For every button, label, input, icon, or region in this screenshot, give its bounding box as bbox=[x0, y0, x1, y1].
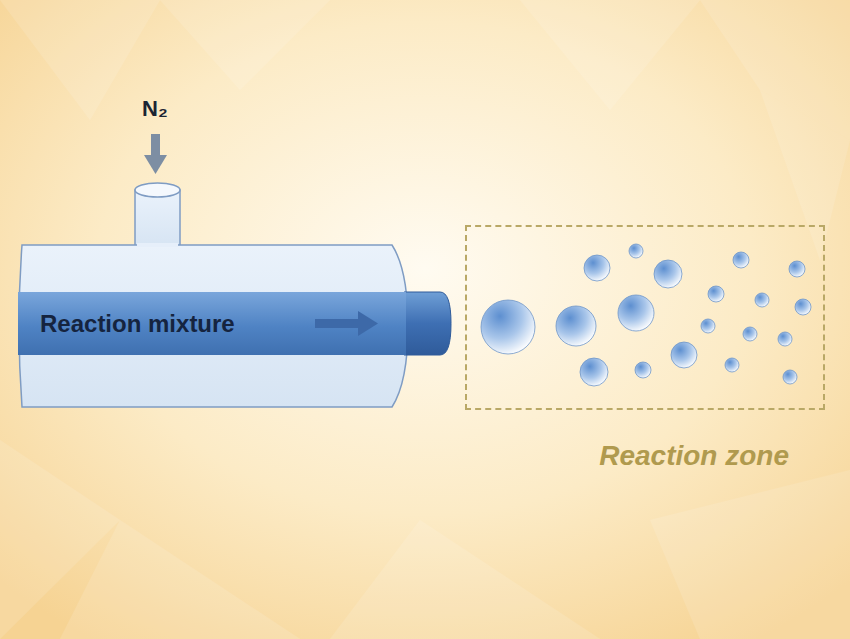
inlet-pipe bbox=[135, 183, 180, 248]
droplet bbox=[725, 358, 739, 372]
droplet bbox=[635, 362, 651, 378]
nozzle-tip bbox=[404, 292, 451, 355]
droplet bbox=[733, 252, 749, 268]
droplet bbox=[701, 319, 715, 333]
mixture-band: Reaction mixture bbox=[18, 292, 406, 355]
droplet bbox=[580, 358, 608, 386]
reaction-zone-box: Reaction zone bbox=[465, 225, 825, 410]
droplet bbox=[584, 255, 610, 281]
nozzle-body bbox=[19, 245, 408, 407]
droplet bbox=[778, 332, 792, 346]
droplet bbox=[556, 306, 596, 346]
droplet bbox=[618, 295, 654, 331]
droplet bbox=[783, 370, 797, 384]
droplet bbox=[671, 342, 697, 368]
droplet bbox=[654, 260, 682, 288]
inlet-arrow bbox=[144, 134, 167, 174]
droplet bbox=[755, 293, 769, 307]
droplet bbox=[481, 300, 535, 354]
droplets bbox=[481, 244, 811, 386]
gas-label: N₂ bbox=[142, 96, 168, 122]
droplet bbox=[795, 299, 811, 315]
zone-heading: Reaction zone bbox=[599, 440, 789, 472]
droplet bbox=[743, 327, 757, 341]
droplet bbox=[789, 261, 805, 277]
droplet bbox=[708, 286, 724, 302]
band-label: Reaction mixture bbox=[18, 292, 406, 355]
droplet bbox=[629, 244, 643, 258]
